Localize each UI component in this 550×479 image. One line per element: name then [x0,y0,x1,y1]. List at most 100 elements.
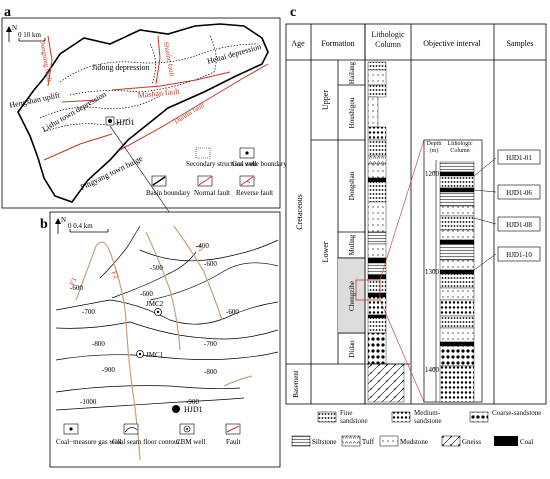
fault-lines-a [43,35,269,161]
legend-silt-text: Siltstone [312,438,337,446]
objective-bracket [355,279,381,301]
dongning-fault-line [47,35,53,87]
scale-text-b: 0 0.4 km [68,222,93,230]
legend-coarse-wrap: Coarse-sandstone [492,409,542,417]
inset-column [439,161,475,403]
sample-hjd1-01: HJD1-01 [506,154,532,162]
legend-medium-swatch [391,411,411,423]
legend-mud-swatch [379,435,399,447]
formation-didao: Didao [348,340,356,358]
cbm-well-jmc2-icon [154,308,162,316]
gas-well-icon [245,151,249,155]
sample-leaders [473,157,497,271]
inset-depth-label: Depth (m) [426,141,442,154]
depth-1400: 1400 [425,366,440,374]
scale-bar-a [18,38,46,42]
sample-hjd1-06: HJD1-06 [506,189,532,197]
header-formation: Formation [321,39,354,48]
basin-boundary [17,23,269,203]
zoom-lines [379,139,425,403]
contour-label: -1000 [80,398,97,406]
series-upper: Upper [321,90,330,110]
legend-coal-text: Coal [520,438,533,446]
sample-hjd1-08: HJD1-08 [506,221,532,229]
scale-bar-b [69,229,109,233]
header-objective: Objective interval [423,39,481,48]
well-label-hjd1-b: HJD1 [184,405,203,414]
mashan-fault-line [111,71,231,91]
formation-basement: Basement [292,370,300,398]
contour-label: -400 [196,242,209,250]
legend-gneiss-text: Gneiss [462,438,481,446]
panel-c: c Age Formation Lithologic Co [285,5,547,447]
legend-coarse-swatch [469,411,489,423]
legend-contour-swatch [123,423,139,435]
contour-label: -800 [92,340,105,348]
contour-label: -600 [226,308,239,316]
formation-dongshan: Dongshan [348,171,356,200]
legend-silt-swatch [291,435,311,447]
legend-c: Fine sandstone Medium-sandstone Coarse-s… [291,409,542,447]
lithologic-column-main [367,61,405,403]
formation-houshigou: Houshigou [348,97,356,128]
well-label-jmc2: JMC2 [146,300,164,308]
legend-fine-swatch [317,411,337,423]
legend-coal-swatch [494,436,518,446]
structural-zone-lines [39,35,259,133]
contour-label: -900 [186,398,199,406]
contour-label: -800 [204,368,217,376]
series-lower: Lower [321,241,330,262]
system-cretaceous: Cretaceous [295,194,304,230]
inset-column-label: Lithologic Column [447,141,473,154]
contour-label: -500 [150,264,163,272]
legend-medium-text: Medium-sandstone [414,409,442,425]
panel-b: b N 0 0.4 km [40,211,281,468]
contour-label: -600 [140,290,153,298]
fault-label-f2: F2 [110,270,120,280]
legend-a: Secondary structural zone boundary Gas w… [146,147,287,197]
depth-1300: 1300 [425,268,440,276]
panel-letter-c: c [290,5,296,20]
legend-fault-text: Fault [226,438,240,446]
cbm-well-jmc1-icon [136,350,144,358]
north-label-a: N [12,24,17,32]
legend-b: Coal−measure gas well Coal seam floor co… [56,423,240,446]
legend-coarse-text: Coarse-sandstone [492,409,542,417]
legend-mud-text: Mudstone [400,438,428,446]
fault-label-f3: F3 [68,277,78,287]
north-arrow-b-icon [55,218,61,234]
north-label-b: N [61,216,66,224]
header-lith-wrap: Lithologic Column [371,30,405,49]
contour-lines [55,225,279,411]
panel-b-frame [49,211,281,468]
south-fault-line [43,133,113,161]
legend-coal-gas-text: Coal−measure gas well [56,438,121,446]
depth-1200: 1200 [425,170,440,178]
panel-letter-b: b [40,217,48,232]
panel-a: a N 0 10 km [1,5,287,223]
well-label-hjd1-a: HJD1 [116,118,135,127]
fault-label-f1: F1 [194,243,205,254]
inset-depth-wrap: Depth (m) [426,141,442,154]
north-arrow-icon [6,26,12,42]
formation-chengzihe: Chengzihe [348,281,356,311]
contour-label: -900 [102,366,115,374]
well-hjd1-map-icon [105,116,115,126]
inner-fault-line [61,99,99,103]
dunmi-fault-line [119,63,269,151]
formation-muling: Muling [348,234,356,255]
contour-label: -600 [204,260,217,268]
legend-medium-wrap: Medium-sandstone [414,409,442,425]
contour-label: -600 [70,284,83,292]
sample-hjd1-10: HJD1-10 [506,251,532,259]
legend-structural-text: Secondary structural zone boundary [186,160,287,168]
contour-label: -700 [204,340,217,348]
header-lith: Lithologic Column [371,30,405,49]
legend-gas-well-text: Gas well [232,160,257,168]
fault-lines-b [75,225,253,461]
legend-fine-wrap: Fine sandstone [340,409,368,425]
legend-fine-text: Fine sandstone [340,409,368,425]
legend-basin-text: Basin boundary [146,189,191,197]
scale-text-a: 0 10 km [18,31,42,39]
